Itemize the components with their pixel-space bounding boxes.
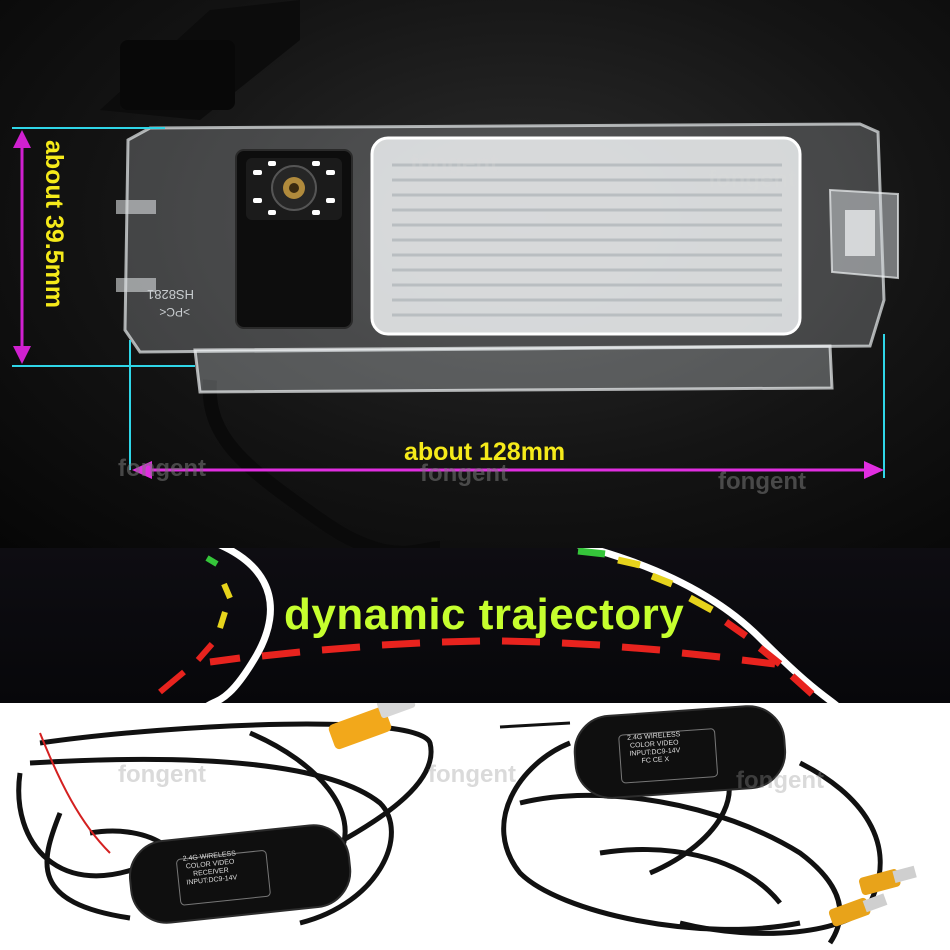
camera-leds: [253, 161, 335, 215]
trajectory-left-dashes: [158, 555, 233, 695]
housing-lip: [193, 344, 834, 394]
watermark: fongent: [410, 150, 498, 177]
housing-tab: [116, 200, 156, 214]
trajectory-banner: dynamic trajectory: [0, 548, 950, 703]
rca-plug-yellow: [328, 703, 416, 750]
watermark: fongent: [736, 767, 824, 794]
wireless-kit-illustration: [16, 703, 917, 945]
trajectory-label: dynamic trajectory: [284, 590, 685, 639]
housing-material: >PC<: [159, 305, 190, 319]
license-plate-housing: [116, 122, 899, 394]
receiver-cables: [16, 721, 434, 926]
camera-cable: [202, 379, 440, 548]
receiver-label: 2.4G WIRELESS COLOR VIDEO RECEIVER INPUT…: [182, 850, 238, 887]
trajectory-cross-dashes: [209, 637, 776, 668]
camera-illustration: HS8281 >PC<: [12, 0, 899, 548]
wireless-kit-section: 2.4G WIRELESS COLOR VIDEO RECEIVER INPUT…: [0, 703, 950, 950]
watermark: fongent: [428, 761, 516, 788]
trajectory-right-curve: [576, 548, 840, 703]
camera-lens-center: [289, 183, 299, 193]
trajectory-left-curve: [205, 548, 274, 703]
height-dimension-arrow: [13, 130, 31, 364]
lamp-lens-ribs: [392, 163, 782, 317]
camera-photo-section: HS8281 >PC< about 39.5mm about 128mm fon…: [0, 0, 950, 548]
background-camera: [120, 40, 235, 110]
length-dimension-label: about 128mm: [404, 438, 566, 466]
watermark: fongent: [118, 761, 206, 788]
length-dimension-arrow: [132, 461, 884, 479]
watermark: fongent: [718, 468, 806, 495]
trajectory-graphic: [158, 548, 840, 703]
trajectory-right-dashes: [577, 548, 815, 697]
dimension-guides: [12, 127, 885, 478]
watermark: fongent: [708, 166, 796, 193]
transmitter-label: 2.4G WIRELESS COLOR VIDEO INPUT:DC9-14V …: [627, 731, 682, 767]
housing-clip-window: [845, 210, 875, 256]
housing-tab: [116, 278, 156, 292]
antenna-wire: [499, 721, 571, 729]
receiver-module: [128, 824, 352, 924]
transmitter-module: [573, 705, 787, 799]
watermark: fongent: [420, 460, 508, 487]
camera-module: [235, 149, 353, 329]
red-power-wire: [39, 732, 111, 854]
dc-plugs: [828, 865, 917, 927]
housing-part-number: HS8281: [147, 287, 194, 302]
watermark: fongent: [118, 455, 206, 482]
height-dimension-label: about 39.5mm: [40, 140, 68, 309]
